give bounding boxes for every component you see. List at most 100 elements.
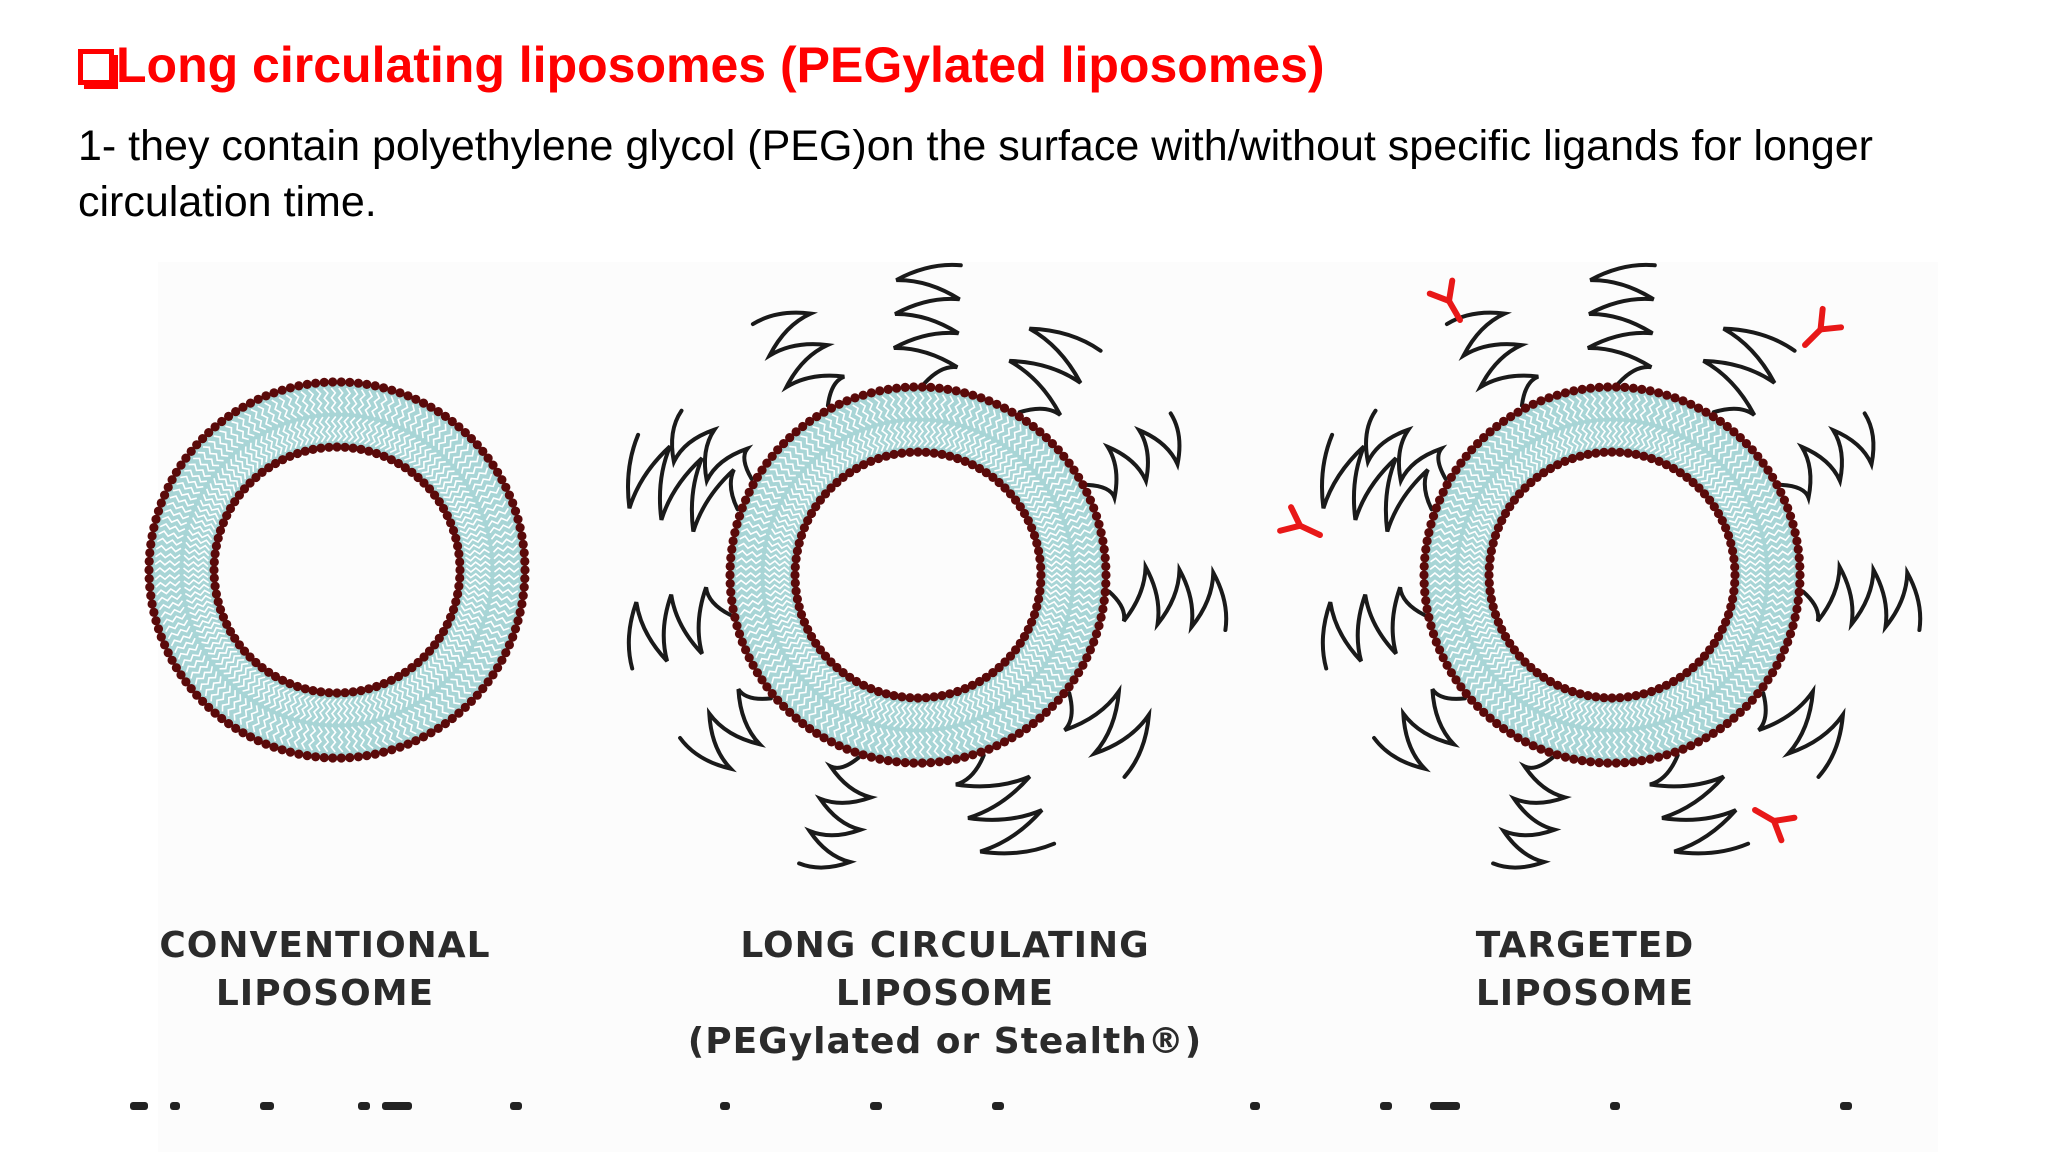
lipid-tail (1638, 729, 1649, 755)
lipid-head-group (1682, 472, 1692, 482)
lipid-tail (1696, 461, 1717, 479)
lipid-head-group (210, 422, 220, 432)
lipid-head-group (1569, 754, 1579, 764)
lipid-head-group (230, 497, 240, 507)
lipid-tail (1678, 409, 1691, 434)
lipid-head-group (1639, 689, 1649, 699)
lipid-tail (804, 664, 826, 680)
lipid-tail (774, 462, 796, 477)
lipid-tail (208, 440, 229, 457)
lipid-tail (269, 686, 285, 709)
lipid-head-group (1536, 744, 1546, 754)
lipid-tail (1463, 468, 1486, 483)
lipid-head-group (737, 637, 747, 647)
lipid-tail (1568, 699, 1580, 723)
lipid-head-group (1513, 733, 1523, 743)
lipid-tail (479, 633, 505, 645)
lipid-tail (928, 702, 937, 729)
lipid-head-group (791, 586, 801, 596)
lipid-head-group (446, 518, 456, 528)
lipid-head-group (1631, 449, 1641, 459)
lipid-head-group (1783, 503, 1793, 513)
lipid-head-group (976, 393, 986, 403)
lipid-tail (1437, 618, 1462, 630)
lipid-head-group (278, 455, 288, 465)
lipid-tail (1071, 605, 1097, 615)
lipid-head-group (1461, 451, 1471, 461)
lipid-tail (1702, 424, 1716, 447)
lipid-tail (1700, 465, 1721, 483)
lipid-head-group (1101, 570, 1111, 580)
lipid-head-group (1615, 447, 1625, 457)
lipid-tail (1502, 699, 1517, 722)
lipid-head-group (460, 428, 470, 438)
lipid-head-group (842, 744, 852, 754)
lipid-tail (1755, 498, 1779, 514)
lipid-head-group (767, 689, 777, 699)
lipid-head-group (820, 651, 831, 661)
lipid-tail (1672, 406, 1684, 431)
lipid-head-group (791, 427, 801, 437)
lipid-tail (1032, 506, 1057, 519)
lipid-head-group (859, 460, 869, 470)
lipid-tail (1460, 546, 1486, 557)
lipid-head-group (1479, 707, 1489, 718)
lipid-head-group (292, 448, 303, 459)
lipid-tail (1517, 678, 1536, 697)
lipid-head-group (1603, 382, 1613, 392)
lipid-tail (846, 719, 858, 744)
lipid-head-group (1675, 468, 1685, 478)
lipid-head-group (300, 446, 310, 456)
lipid-tail (1722, 639, 1744, 657)
lipid-tail (1734, 529, 1760, 540)
lipid-tail (270, 430, 283, 455)
lipid-head-group (1772, 480, 1782, 490)
lipid-tail (780, 504, 803, 520)
lipid-head-group (1741, 701, 1751, 712)
lipid-tail (982, 717, 998, 740)
lipid-head-group (1078, 480, 1088, 490)
lipid-head-group (198, 434, 208, 444)
lipid-tail (1713, 433, 1728, 455)
lipid-tail (1472, 456, 1495, 472)
lipid-tail (792, 651, 815, 665)
lipid-tail (370, 693, 380, 719)
lipid-head-group (1069, 465, 1079, 475)
lipid-head-group (1032, 602, 1042, 612)
lipid-head-group (1699, 489, 1710, 499)
lipid-head-group (744, 653, 754, 663)
lipid-tail (263, 684, 280, 706)
lipid-tail (300, 390, 311, 416)
lipid-head-group (1089, 637, 1099, 647)
lipid-tail (905, 703, 913, 729)
lipid-tail (1520, 710, 1534, 734)
lipid-head-group (1064, 458, 1074, 468)
lipid-tail (866, 399, 879, 424)
lipid-head-group (727, 544, 737, 555)
lipid-tail (404, 440, 422, 461)
lipid-head-group (356, 444, 366, 454)
lipid-tail (396, 683, 409, 708)
lipid-tail (165, 619, 189, 633)
lipid-tail (1690, 416, 1704, 440)
lipid-head-group (1654, 388, 1664, 398)
lipid-tail (951, 698, 961, 724)
lipid-tail (473, 645, 498, 659)
lipid-tail (407, 709, 424, 732)
lipid-tail (158, 530, 184, 540)
lipid-head-group (974, 676, 985, 687)
lipid-head-group (1726, 538, 1736, 548)
lipid-tail (1496, 473, 1514, 493)
lipid-head-group (1011, 495, 1021, 505)
lipid-tail (247, 676, 266, 696)
lipid-head-group (728, 536, 738, 546)
peg-chains-targeted (1320, 262, 1923, 870)
lipid-tail (450, 630, 472, 646)
lipid-tail (1550, 693, 1565, 717)
lipid-head-group (264, 463, 274, 473)
lipid-tail (403, 404, 416, 429)
lipid-head-group (937, 691, 947, 701)
lipid-head-group (1467, 695, 1477, 705)
lipid-tail (227, 694, 242, 717)
lipid-tail (1456, 654, 1477, 672)
